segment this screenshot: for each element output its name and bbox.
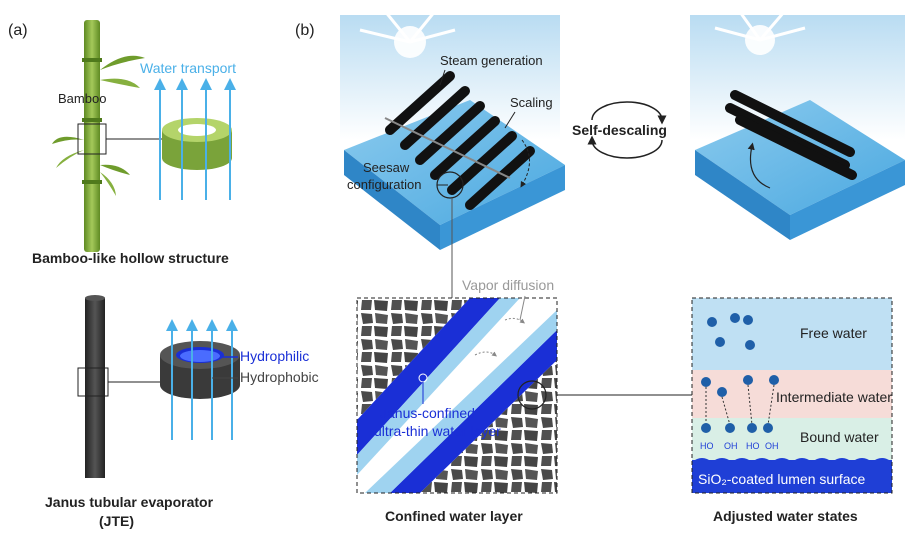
jte-water-arrows [166, 319, 238, 440]
steam-generation-label: Steam generation [440, 53, 543, 68]
hydrophilic-label: Hydrophilic [240, 348, 309, 364]
jte-caption-line1: Janus tubular evaporator [45, 494, 214, 510]
seesaw-line1: Seesaw [363, 160, 410, 175]
intermediate-water-label: Intermediate water [776, 389, 892, 405]
janus-line1: Janus-confined [380, 405, 475, 421]
confined-caption: Confined water layer [385, 508, 523, 524]
jte-caption-line2: (JTE) [99, 513, 134, 529]
free-water-label: Free water [800, 325, 867, 341]
panel-label-b: (b) [295, 22, 315, 39]
seesaw-scene [340, 4, 565, 250]
adjusted-caption: Adjusted water states [713, 508, 858, 524]
steam-leader [439, 69, 446, 86]
jte-tube-top [85, 295, 105, 301]
self-descaling-label: Self-descaling [572, 122, 667, 138]
janus-line2: ultra-thin water layer [374, 423, 501, 439]
jte-ring-crosssection [160, 341, 240, 399]
scaling-leader [504, 111, 516, 129]
water-transport-label: Water transport [140, 60, 236, 76]
vapor-leader [519, 295, 526, 321]
oh-label-2: OH [765, 441, 779, 451]
ho-label-2: HO [746, 441, 760, 451]
seesaw-line2: configuration [347, 177, 421, 192]
bamboo-stalk-illustration [52, 20, 145, 252]
confined-water-box [356, 297, 558, 494]
self-descaling-cycle [587, 101, 667, 159]
water-transport-arrows [154, 78, 236, 200]
ho-label-1: HO [700, 441, 714, 451]
jte-tube-illustration [85, 298, 105, 478]
bamboo-ring-crosssection [162, 118, 232, 170]
scaling-label: Scaling [510, 95, 553, 110]
descaling-scene [690, 4, 905, 240]
bamboo-caption: Bamboo-like hollow structure [32, 250, 229, 266]
oh-label-1: OH [724, 441, 738, 451]
sio2-surface-label: SiO₂-coated lumen surface [698, 471, 866, 487]
vapor-diffusion-label: Vapor diffusion [462, 277, 554, 293]
bamboo-label: Bamboo [58, 91, 106, 106]
water-states-box [691, 297, 893, 494]
panel-label-a: (a) [8, 22, 28, 39]
bound-water-label: Bound water [800, 429, 879, 445]
hydrophobic-label: Hydrophobic [240, 369, 319, 385]
